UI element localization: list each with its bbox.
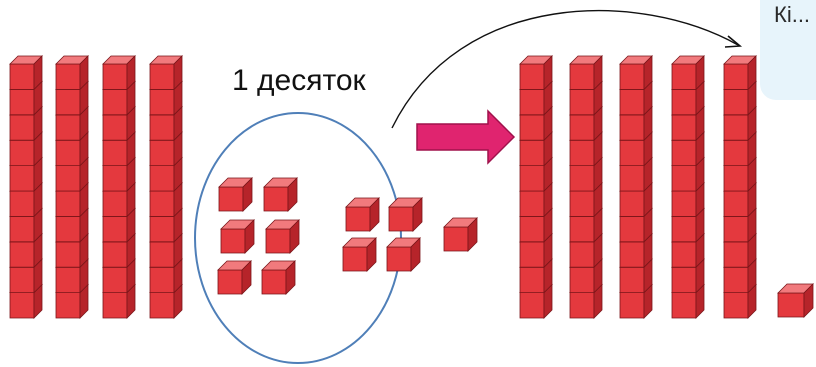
- rod-unit-cube: [671, 182, 705, 218]
- ten-rod: [9, 55, 43, 319]
- unit-cube: [261, 260, 296, 295]
- rod-unit-cube: [723, 55, 757, 91]
- right-single-cube-group: [777, 283, 814, 318]
- rod-unit-cube: [102, 55, 136, 91]
- unit-cube: [263, 177, 298, 212]
- ten-rod: [619, 55, 653, 319]
- ten-rod: [723, 55, 757, 319]
- curved-arrow-head: [724, 35, 743, 48]
- unit-cube: [777, 283, 814, 318]
- rod-unit-cube: [569, 55, 603, 91]
- rod-unit-cube: [9, 55, 43, 91]
- ten-rod: [102, 55, 136, 319]
- ten-rod: [671, 55, 705, 319]
- speech-bubble: [760, 0, 816, 100]
- ten-rod: [519, 55, 553, 319]
- right-rods-group: [519, 55, 757, 319]
- ten-rod: [55, 55, 89, 319]
- rod-unit-cube: [149, 55, 183, 91]
- ten-rod: [149, 55, 183, 319]
- left-rods-group: [9, 55, 183, 319]
- unit-cube: [388, 197, 423, 232]
- outside-cube-group: [443, 217, 478, 252]
- unit-cube: [342, 237, 377, 272]
- rod-unit-cube: [619, 55, 653, 91]
- rod-unit-cube: [519, 55, 553, 91]
- rod-unit-cube: [671, 55, 705, 91]
- unit-cube: [345, 197, 380, 232]
- curved-arrow-icon: [391, 10, 739, 129]
- unit-cube: [443, 217, 478, 252]
- right-arrow-icon: [416, 109, 516, 165]
- circled-cubes-group: [217, 177, 423, 295]
- unit-cube: [220, 219, 255, 254]
- unit-cube: [265, 219, 300, 254]
- rod-unit-cube: [55, 55, 89, 91]
- ten-rod: [569, 55, 603, 319]
- bubble-text: Кі...: [774, 2, 811, 27]
- unit-cube: [217, 260, 252, 295]
- unit-cube: [218, 177, 253, 212]
- unit-cube: [386, 237, 421, 272]
- ten-group-label: 1 десяток: [232, 64, 366, 97]
